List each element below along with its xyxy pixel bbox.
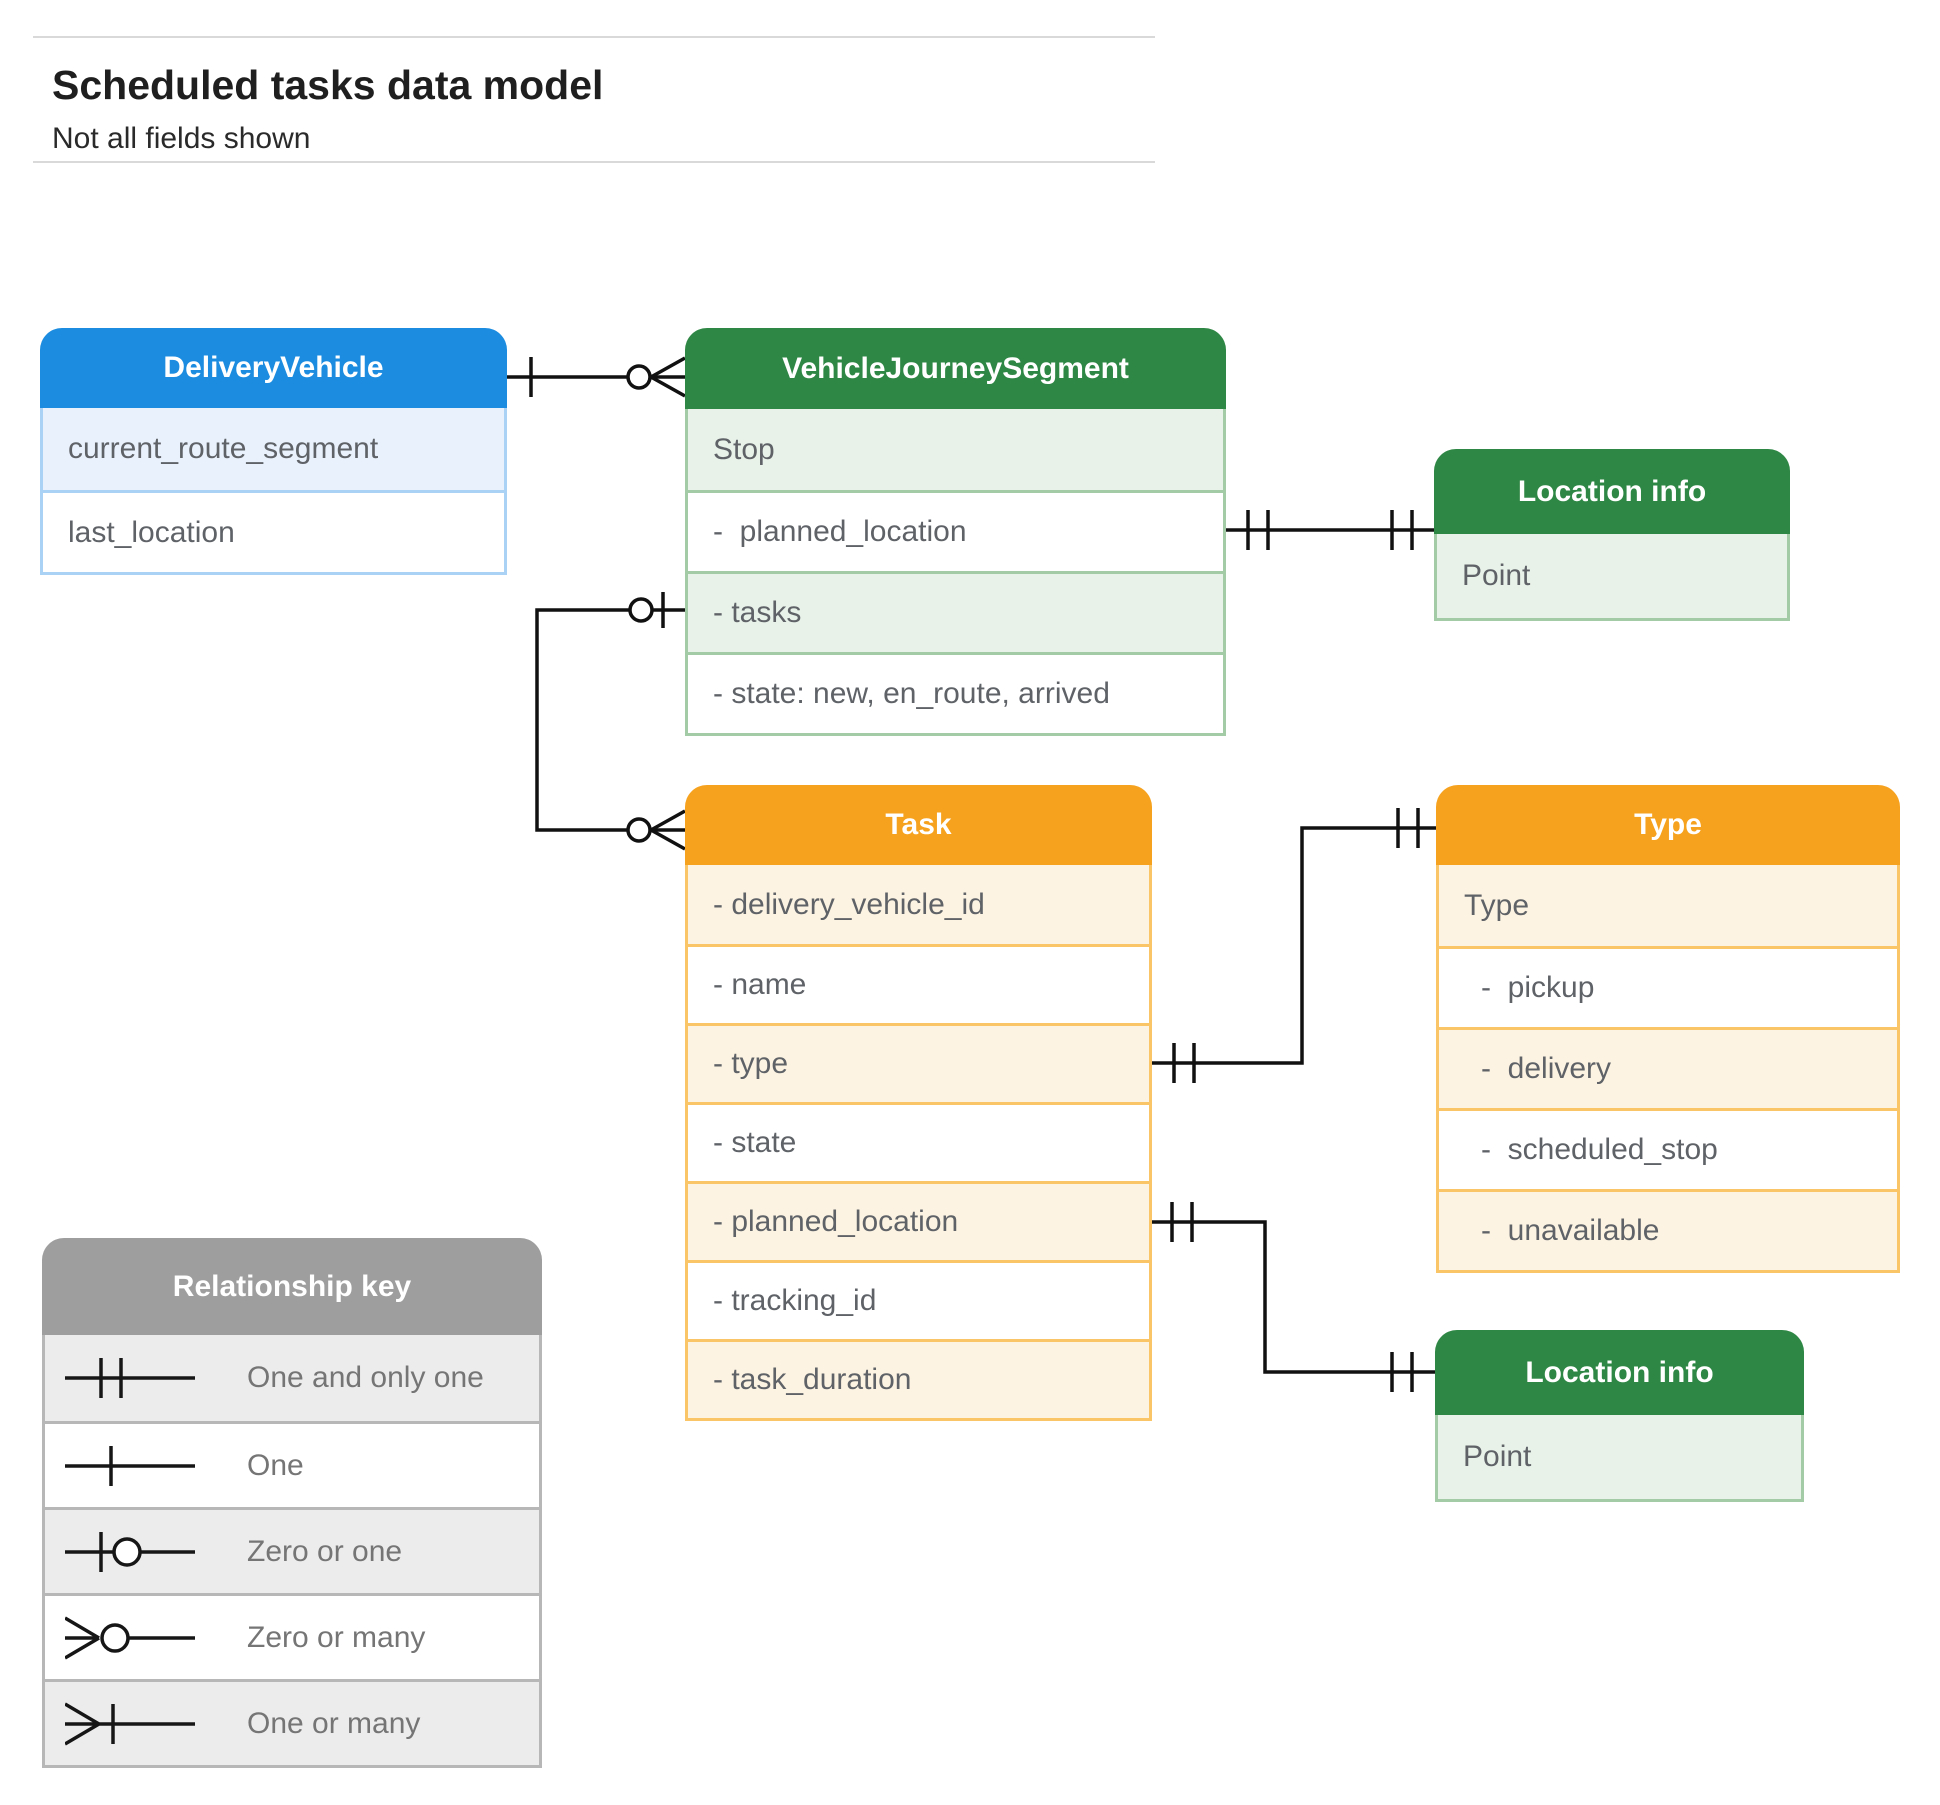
relationship-key-legend: Relationship key One and only one One [42,1238,542,1768]
connector-line [1152,1220,1435,1374]
entity-location-info-top: Location info Point [1434,449,1790,621]
field-row: Stop [688,409,1223,490]
legend-item-label: One and only one [247,1361,484,1394]
entity-body: current_route_segment last_location [40,408,507,575]
field-row: - state: new, en_route, arrived [688,652,1223,733]
title-divider-top [33,36,1155,38]
double-tick [1390,510,1414,550]
field-row: - tracking_id [688,1260,1149,1339]
field-row: - unavailable [1439,1189,1897,1270]
legend-item: Zero or many [45,1593,539,1679]
crow-foot-icon [650,809,686,851]
zero-or-many-icon [65,1615,195,1660]
legend-item-label: Zero or one [247,1534,403,1568]
connector-line [1152,826,1436,1065]
double-tick [1246,510,1270,550]
legend-body: One and only one One Zero or one [42,1335,542,1768]
field-row: current_route_segment [43,408,504,490]
entity-type: Type Type - pickup - delivery - schedule… [1436,785,1900,1273]
legend-item-label: One [247,1448,304,1482]
entity-title: Location info [1435,1330,1804,1415]
zero-circle-icon [626,364,652,390]
entity-body: Point [1434,534,1790,621]
field-row: - task_duration [688,1339,1149,1418]
legend-item: One and only one [45,1335,539,1421]
legend-item: One [45,1421,539,1507]
field-row: last_location [43,490,504,572]
entity-body: Stop - planned_location - tasks - state:… [685,409,1226,736]
one-icon [65,1445,195,1486]
one-and-only-one-icon [65,1358,195,1398]
entity-title: Location info [1434,449,1790,534]
page-subtitle: Not all fields shown [52,122,311,155]
legend-title: Relationship key [42,1238,542,1335]
entity-title: VehicleJourneySegment [685,328,1226,409]
field-row: - delivery_vehicle_id [688,865,1149,944]
field-row: - scheduled_stop [1439,1108,1897,1189]
entity-body: Type - pickup - delivery - scheduled_sto… [1436,865,1900,1273]
connector-segment-task [535,592,686,851]
double-tick [1172,1043,1196,1083]
entity-body: - delivery_vehicle_id - name - type - st… [685,865,1152,1421]
page-title: Scheduled tasks data model [52,62,604,108]
field-row: - planned_location [688,490,1223,571]
connector-deliveryvehicle-vehiclejourneysegment [507,356,686,398]
field-row: - pickup [1439,946,1897,1027]
zero-circle-icon [628,597,654,623]
connector-segment-locationinfo [1226,510,1434,550]
entity-location-info-bottom: Location info Point [1435,1330,1804,1502]
connector-line [535,608,685,832]
legend-item-label: One or many [247,1706,421,1740]
title-divider-bottom [33,161,1155,163]
entity-vehicle-journey-segment: VehicleJourneySegment Stop - planned_loc… [685,328,1226,736]
legend-item-label: Zero or many [247,1620,426,1654]
entity-task: Task - delivery_vehicle_id - name - type… [685,785,1152,1421]
entity-body: Point [1435,1415,1804,1502]
double-tick [1390,1352,1414,1392]
field-row: - type [688,1023,1149,1102]
field-row: - name [688,944,1149,1023]
field-row: Point [1438,1415,1801,1499]
entity-title: Task [685,785,1152,865]
connector-task-type [1152,808,1436,1083]
field-row: - tasks [688,571,1223,652]
entity-title: Type [1436,785,1900,865]
field-row: - delivery [1439,1027,1897,1108]
crow-foot-icon [650,356,686,398]
double-tick [1396,808,1420,848]
connector-task-locationinfo [1152,1202,1435,1392]
legend-item: Zero or one [45,1507,539,1593]
one-or-many-icon [65,1701,195,1746]
field-row: - state [688,1102,1149,1181]
legend-item: One or many [45,1679,539,1765]
double-tick [1170,1202,1194,1242]
entity-delivery-vehicle: DeliveryVehicle current_route_segment la… [40,328,507,575]
zero-circle-icon [626,817,652,843]
zero-or-one-icon [65,1531,195,1572]
field-row: Point [1437,534,1787,618]
field-row: - planned_location [688,1181,1149,1260]
entity-title: DeliveryVehicle [40,328,507,408]
field-row: Type [1439,865,1897,946]
